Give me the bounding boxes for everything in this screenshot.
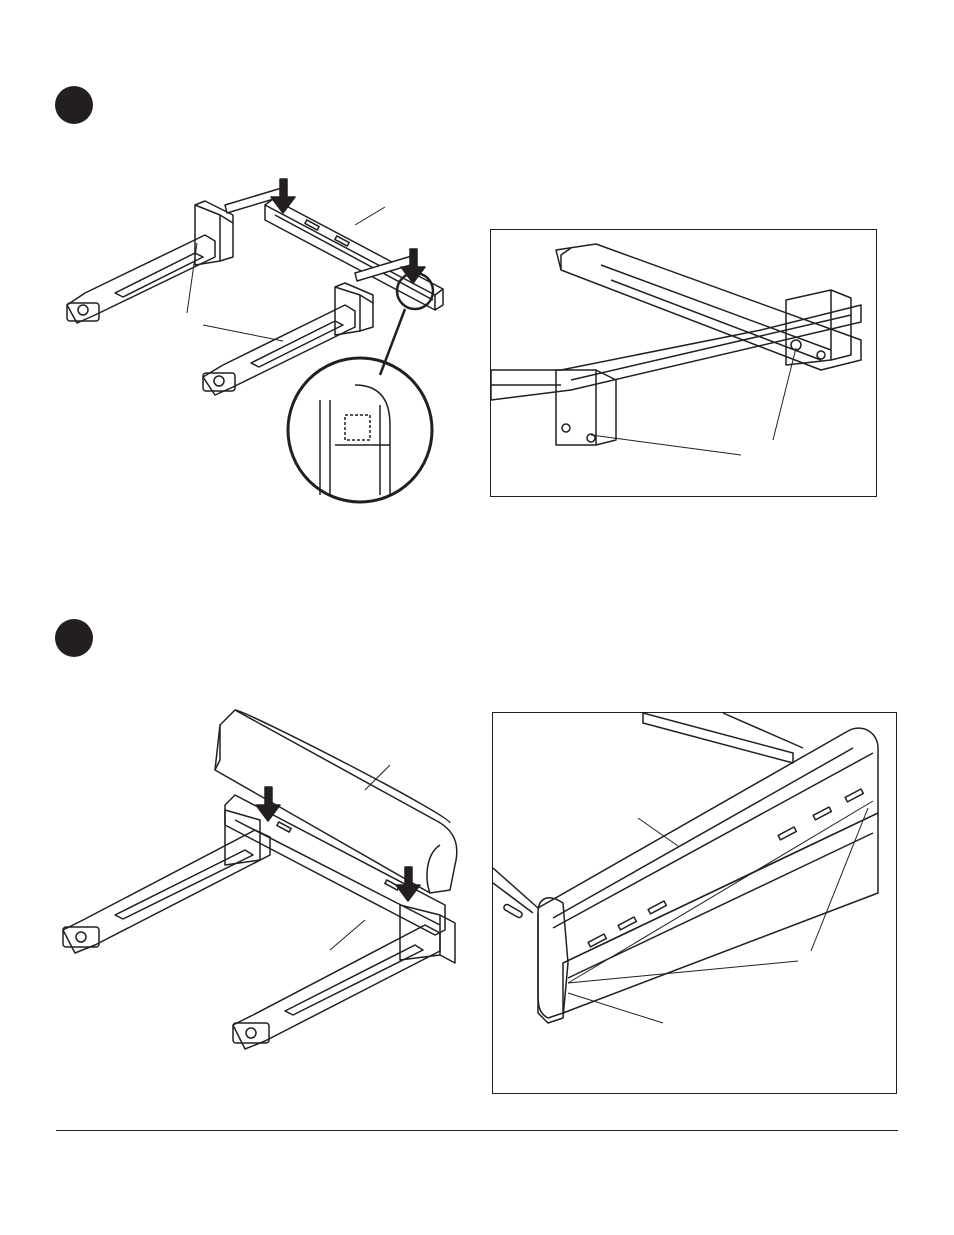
cover-piece [215, 710, 457, 893]
footer-rule [56, 1130, 898, 1131]
closeup-bottom-left [493, 883, 533, 919]
closeup-rail-lower [491, 305, 861, 400]
insertion-arrow-right [355, 249, 425, 283]
right-bracket-arm-2 [233, 905, 455, 1049]
step-2-marker [55, 619, 93, 657]
left-bracket-arm-2 [63, 810, 270, 953]
rail-assembly [225, 795, 445, 935]
insertion-arrow-left [225, 179, 295, 213]
step-2-exploded-illustration [55, 705, 465, 1070]
closeup-rail-upper [556, 244, 861, 370]
left-bracket-arm [67, 201, 233, 323]
step-2-closeup-frame [492, 712, 897, 1094]
step-1-marker [55, 86, 93, 124]
closeup-end-cap [538, 898, 568, 1023]
step-1-closeup-frame [490, 229, 877, 497]
center-bracket-arm [203, 283, 373, 395]
detail-inset [288, 358, 432, 502]
step-1-exploded-illustration [55, 165, 455, 510]
step-2-arrow-right [396, 867, 420, 901]
